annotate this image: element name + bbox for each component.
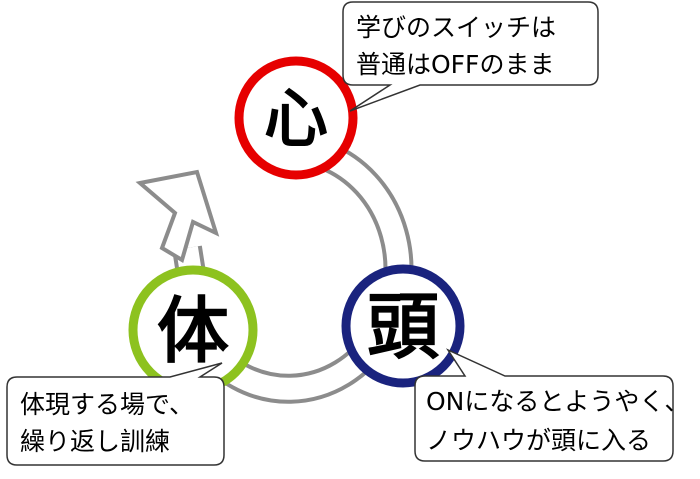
- node-body-label: 体: [157, 289, 229, 373]
- callout-heart-line2: 普通はOFFのまま: [356, 50, 554, 79]
- node-head-label: 頭: [367, 285, 440, 369]
- node-heart-label: 心: [264, 83, 328, 157]
- node-head-ring: [341, 264, 465, 388]
- callout-heart-line1: 学びのスイッチは: [356, 13, 556, 42]
- node-heart: 心: [234, 56, 358, 180]
- callout-heart-box: [342, 1, 599, 112]
- callout-body-box: [6, 362, 225, 466]
- callout-body: 体現する場で、 繰り返し訓練: [6, 362, 225, 466]
- callout-head-line2: ノウハウが頭に入る: [426, 426, 651, 455]
- node-head: 頭: [341, 264, 465, 388]
- callout-body-line1: 体現する場で、: [20, 390, 194, 419]
- node-heart-ring: [234, 56, 358, 180]
- callout-body-line2: 繰り返し訓練: [20, 427, 170, 456]
- callout-head-box: [414, 348, 674, 462]
- callout-head-line1: ONになるとようやく、: [426, 387, 689, 416]
- callout-head: ONになるとようやく、 ノウハウが頭に入る: [414, 348, 689, 462]
- callout-heart: 学びのスイッチは 普通はOFFのまま: [342, 1, 599, 112]
- cycle-arrowhead: [135, 169, 220, 264]
